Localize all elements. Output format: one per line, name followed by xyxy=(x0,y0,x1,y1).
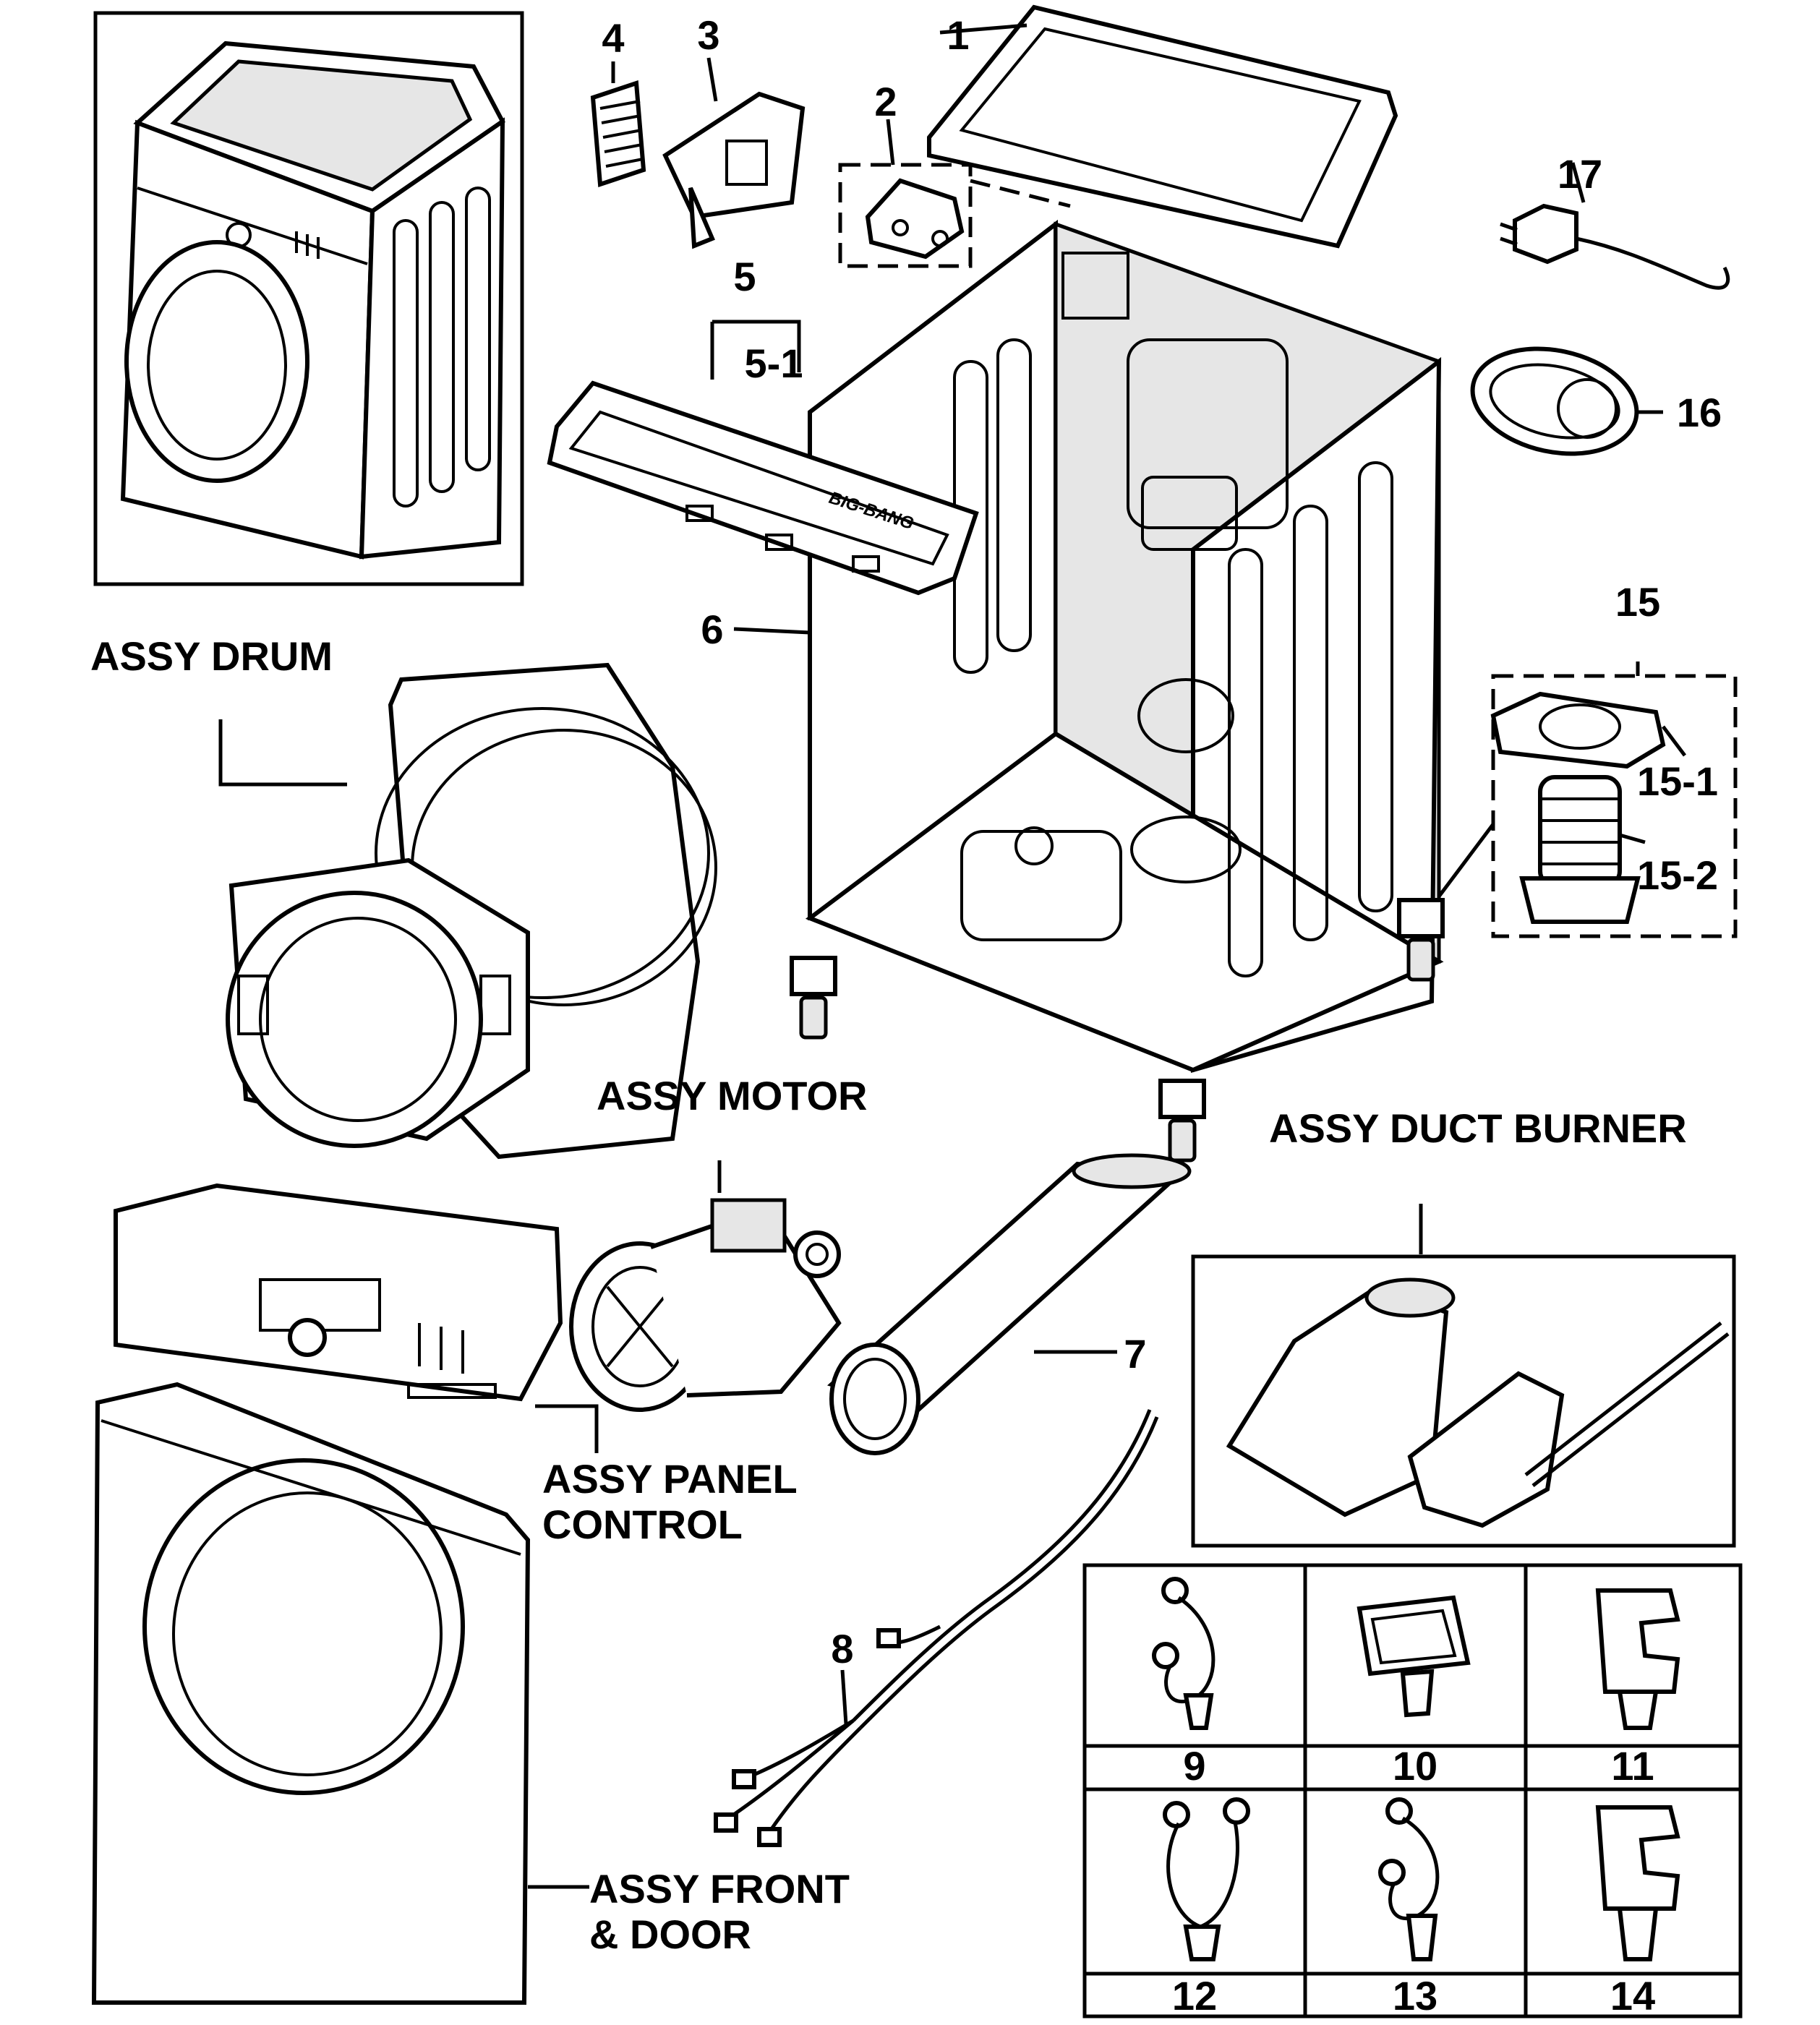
label-part-16: 16 xyxy=(1677,390,1722,435)
label-part-4: 4 xyxy=(602,15,624,61)
clip-label-14: 14 xyxy=(1610,1973,1655,2018)
leader-3 xyxy=(706,57,718,102)
foot-plate-part xyxy=(1490,691,1666,769)
label-part-5: 5 xyxy=(733,254,756,299)
label-part-7: 7 xyxy=(1124,1331,1146,1377)
label-assy-duct-burner: ASSY DUCT BURNER xyxy=(1269,1105,1687,1151)
clip-label-12: 12 xyxy=(1172,1973,1217,2018)
clip-14-part xyxy=(1595,1805,1680,1961)
leader-2 xyxy=(886,119,895,166)
motor-assembly-part xyxy=(569,1198,842,1412)
hinge-bracket-part xyxy=(865,178,965,260)
clip-label-10: 10 xyxy=(1393,1743,1437,1789)
control-panel-assembly-part xyxy=(114,1183,563,1402)
label-part-15: 15 xyxy=(1615,579,1660,625)
clip-11-part xyxy=(1595,1588,1680,1730)
clip-13-part xyxy=(1378,1797,1440,1961)
label-assy-motor: ASSY MOTOR xyxy=(597,1073,867,1118)
drum-leader xyxy=(218,719,347,787)
label-assy-panel-control: ASSY PANEL xyxy=(542,1456,798,1502)
label-part-15-1: 15-1 xyxy=(1637,758,1718,804)
cabinet-frame-part xyxy=(805,219,1444,1073)
power-cord-part xyxy=(1500,203,1730,290)
leader-8 xyxy=(840,1669,848,1725)
front-door-assembly-part xyxy=(91,1382,531,2005)
wire-harness-part xyxy=(714,1409,1159,1847)
label-part-2: 2 xyxy=(874,79,897,124)
filter-housing-part xyxy=(662,91,806,249)
label-part-17: 17 xyxy=(1558,151,1602,197)
bracket-callout-box xyxy=(838,163,973,268)
duct-part xyxy=(826,1153,1192,1455)
drum-assembly-part xyxy=(226,662,717,1160)
leader-6 xyxy=(733,627,811,635)
clip-label-11: 11 xyxy=(1611,1743,1654,1789)
label-part-15-2: 15-2 xyxy=(1637,852,1718,898)
clip-12-part xyxy=(1163,1797,1250,1961)
lint-filter-part xyxy=(590,80,646,188)
leader-15-1 xyxy=(1662,725,1686,757)
leveling-foot-right xyxy=(1397,898,1445,982)
duct-burner-box xyxy=(1191,1254,1736,1548)
label-part-6: 6 xyxy=(701,607,723,652)
top-cover-part xyxy=(927,4,1398,249)
label-part-1: 1 xyxy=(947,12,969,58)
control-panel-frame-part: BIG-BANG xyxy=(547,380,979,596)
clip-label-13: 13 xyxy=(1393,1973,1437,2018)
overview-dryer-illustration xyxy=(93,11,524,586)
panel-control-leader xyxy=(535,1404,599,1453)
leader-17 xyxy=(1571,162,1586,203)
leveling-foot-center xyxy=(1158,1079,1206,1163)
label-assy-drum: ASSY DRUM xyxy=(90,633,333,679)
duct-burner-part xyxy=(1226,1277,1730,1528)
clip-10-part xyxy=(1357,1595,1471,1718)
leveling-foot-left xyxy=(790,956,837,1040)
vent-cover-part xyxy=(1470,346,1639,456)
clip-table xyxy=(1082,1563,1743,2018)
label-assy-front-door: ASSY FRONT xyxy=(589,1866,850,1911)
label-assy-panel-control-line2: CONTROL xyxy=(542,1502,743,1547)
clip-label-9: 9 xyxy=(1183,1743,1205,1789)
label-assy-front-door-line2: & DOOR xyxy=(589,1911,751,1957)
label-part-5-1: 5-1 xyxy=(745,341,803,386)
label-part-3: 3 xyxy=(697,12,719,58)
foot-rubber-part xyxy=(1519,775,1641,924)
foot-assembly-callout-box xyxy=(1491,674,1738,938)
label-part-8: 8 xyxy=(831,1626,853,1671)
clip-9-part xyxy=(1152,1577,1216,1730)
leader-15-2 xyxy=(1619,833,1646,844)
